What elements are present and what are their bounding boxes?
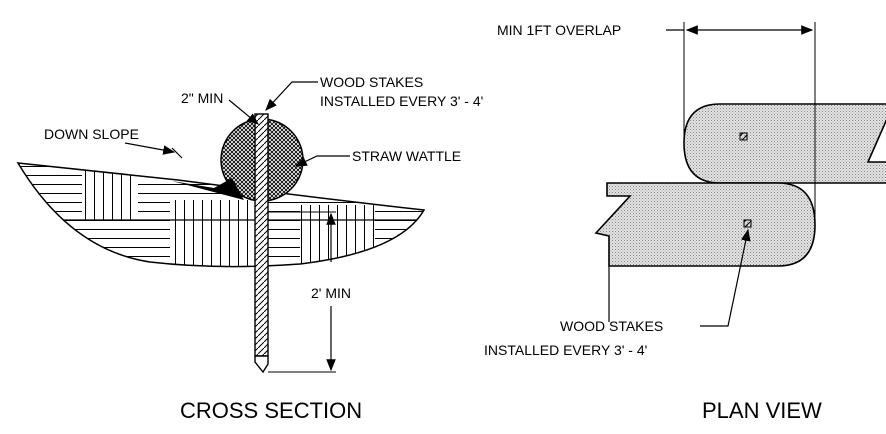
plan-stake-upper	[739, 132, 748, 141]
down-slope-label: DOWN SLOPE	[44, 126, 139, 142]
overlap-label: MIN 1FT OVERLAP	[497, 22, 621, 38]
plan-view-title: PLAN VIEW	[702, 398, 822, 423]
wood-stakes-label-line2: INSTALLED EVERY 3' - 4'	[320, 93, 483, 109]
overlap-dimension	[666, 22, 816, 225]
wood-stakes-label-line1: WOOD STAKES	[320, 74, 423, 90]
stake-depth-dimension	[268, 211, 336, 373]
soil-mass	[18, 163, 424, 267]
plan-wood-stakes-label-line1: WOOD STAKES	[560, 318, 663, 334]
cross-section-group: 2" MIN WOOD STAKES INSTALLED EVERY 3' - …	[16, 74, 483, 423]
straw-wattle-label: STRAW WATTLE	[352, 148, 461, 164]
cross-section-title: CROSS SECTION	[180, 398, 362, 423]
soil-backfill-wedge	[172, 178, 244, 200]
plan-stake-lower	[743, 219, 752, 228]
plan-wood-stakes-label-line2: INSTALLED EVERY 3' - 4'	[484, 342, 647, 358]
stake-top-min-label: 2" MIN	[181, 90, 223, 106]
soil-outline	[16, 162, 426, 268]
lower-wattle	[594, 182, 816, 267]
stake-depth-label: 2' MIN	[311, 285, 351, 301]
plan-stakes-leader	[700, 228, 751, 327]
wood-stake	[254, 113, 269, 374]
upper-wattle-end-notch	[866, 119, 886, 163]
upper-wattle	[683, 103, 886, 184]
plan-view-group: MIN 1FT OVERLAP WOOD STAKES INSTALLED EV…	[484, 22, 886, 423]
